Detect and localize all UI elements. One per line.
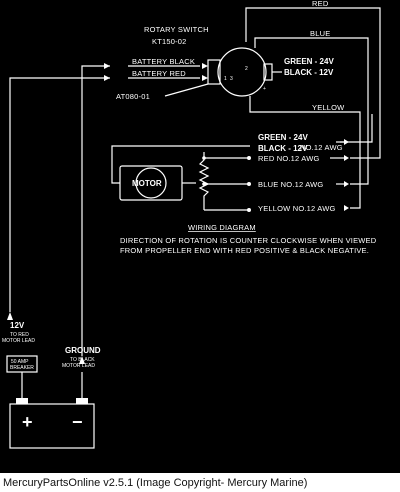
terminal-dot-blue (247, 182, 251, 186)
motor-label: MOTOR (132, 179, 162, 188)
adapter-part: AT080-01 (116, 92, 150, 101)
battery-red-label: BATTERY RED (132, 69, 186, 78)
wiring-diagram-canvas: ROTARY SWITCH KT150-02 BATTERY BLACK BAT… (2, 0, 381, 449)
terminal-dot-red (247, 156, 251, 160)
yellow-awg-label: YELLOW NO.12 AWG (258, 204, 336, 213)
rotation-note-2: FROM PROPELLER END WITH RED POSITIVE & B… (120, 246, 369, 255)
wire-blue-label: BLUE (310, 29, 330, 38)
adapter-pointer (164, 83, 209, 97)
ground-label: GROUND (65, 346, 101, 355)
arrowhead-yellow (344, 205, 349, 211)
arrowhead-black-12v (344, 139, 349, 145)
ground-lead (81, 65, 110, 356)
rotary-switch-mount (207, 59, 221, 85)
terminal-dot-yellow (247, 208, 251, 212)
positive-lead-up-arrow (7, 312, 13, 320)
battery-black-arrow (202, 63, 208, 69)
terminal-3: 3 (230, 76, 233, 82)
ground-sub-2: MOTOR LEAD (62, 363, 95, 369)
wire-red-label: RED (312, 0, 329, 8)
motor-green-label: GREEN - 24V (258, 133, 308, 142)
arrowhead-red (344, 155, 349, 161)
positive-lead-arrow (104, 75, 110, 81)
diagram-title: WIRING DIAGRAM (188, 223, 256, 232)
motor-black-awg: NO.12 AWG (300, 143, 343, 152)
resistor-coil (198, 152, 210, 210)
terminal-1: 1 (224, 76, 227, 82)
motor-black-label: BLACK - 12V (258, 144, 308, 153)
switch-title: ROTARY SWITCH (144, 25, 209, 34)
blue-awg-label: BLUE NO.12 AWG (258, 180, 323, 189)
arrowhead-blue (344, 181, 349, 187)
breaker-label-2: BREAKER (10, 365, 34, 371)
ground-lead-arrow (104, 63, 110, 69)
motor-top-lead (111, 145, 250, 184)
rotation-note-1: DIRECTION OF ROTATION IS COUNTER CLOCKWI… (120, 236, 377, 245)
switch-black-label: BLACK - 12V (284, 68, 334, 77)
wiring-diagram: ROTARY SWITCH KT150-02 BATTERY BLACK BAT… (0, 0, 400, 473)
ground-lead-up-arrow (79, 356, 85, 364)
terminal-extra: + (263, 86, 266, 92)
red-awg-label: RED NO.12 AWG (258, 154, 320, 163)
junction-dot-1 (202, 156, 206, 160)
battery-body (9, 403, 95, 449)
junction-dot-2 (202, 182, 206, 186)
battery-red-arrow (202, 75, 208, 81)
breaker-label-1: 50 AMP (11, 359, 29, 365)
rotary-switch-body (217, 47, 267, 97)
lead-12v-sub-2: MOTOR LEAD (2, 338, 35, 344)
blue-wire (254, 37, 369, 185)
red-wire (245, 7, 381, 159)
battery-plus-sign: + (22, 412, 33, 432)
lead-12v-label: 12V (10, 321, 25, 330)
battery-black-label: BATTERY BLACK (132, 57, 195, 66)
motor-black-lead-wire (340, 114, 373, 143)
battery-post-positive (16, 398, 28, 404)
switch-part: KT150-02 (152, 37, 187, 46)
switch-green-label: GREEN - 24V (284, 57, 334, 66)
terminal-2: 2 (245, 66, 248, 72)
wire-yellow-label: YELLOW (312, 103, 345, 112)
motor-circle (135, 167, 167, 199)
image-caption: MercuryPartsOnline v2.5.1 (Image Copyrig… (3, 477, 308, 489)
ground-sub-1: TO BLACK (70, 357, 95, 363)
yellow-wire (249, 96, 361, 209)
lead-12v-sub-1: TO RED (10, 332, 29, 338)
battery-minus-sign: − (72, 412, 83, 432)
battery-post-negative (76, 398, 88, 404)
positive-lead (9, 77, 110, 312)
rotary-switch-tab (263, 63, 273, 81)
